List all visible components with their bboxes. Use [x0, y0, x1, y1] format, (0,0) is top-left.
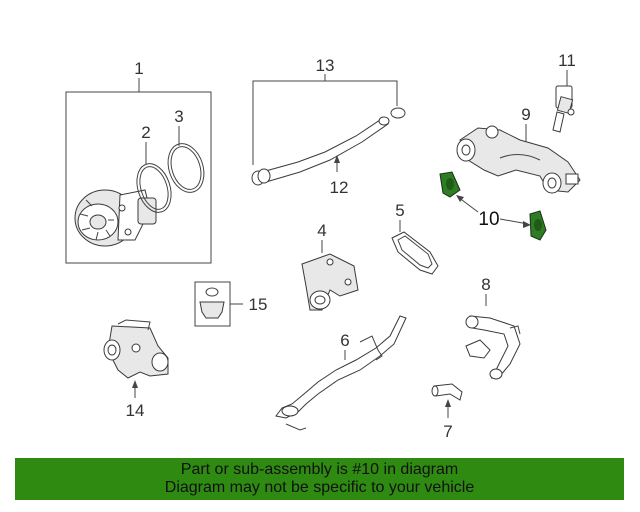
o-ring-icon — [167, 143, 205, 193]
hose-icon — [261, 119, 389, 183]
callout-1: 1 — [134, 59, 143, 78]
part-4-flange[interactable] — [301, 240, 359, 311]
sensor-icon — [552, 85, 575, 133]
callout-11: 11 — [558, 51, 576, 70]
callout-13: 13 — [316, 56, 335, 75]
part-1-water-pump-assembly[interactable] — [65, 78, 212, 264]
gasket-icon — [136, 163, 172, 213]
part-2-gasket[interactable] — [131, 142, 177, 217]
part-5-gasket[interactable] — [391, 220, 439, 275]
clamp-icon — [390, 107, 406, 119]
callout-6: 6 — [340, 331, 349, 350]
gasket-icon — [391, 231, 439, 275]
outlet-housing-icon — [103, 319, 169, 379]
callout-12: 12 — [330, 178, 349, 197]
water-pump-icon — [74, 189, 157, 247]
callout-15: 15 — [249, 295, 268, 314]
part-9-thermostat-housing[interactable] — [456, 124, 581, 194]
banner-line-2: Diagram may not be specific to your vehi… — [164, 479, 475, 496]
callout-7: 7 — [443, 422, 452, 441]
part-13-hose-assembly[interactable] — [252, 74, 398, 165]
callout-10: 10 — [478, 209, 499, 230]
part-14-outlet-housing[interactable] — [103, 319, 169, 398]
part-8-pipe[interactable] — [465, 294, 521, 380]
housing-icon — [456, 125, 581, 194]
o-ring-icon — [205, 287, 219, 297]
part-11-sensor[interactable] — [552, 70, 575, 133]
part-15-cap[interactable] — [194, 281, 243, 327]
cap-icon — [199, 301, 225, 319]
callout-14: 14 — [126, 401, 145, 420]
part-6-pipe[interactable] — [275, 315, 407, 431]
flange-icon — [301, 253, 359, 311]
pipe-icon — [465, 315, 521, 380]
gasket-icon — [439, 171, 461, 198]
pipe-icon — [275, 315, 407, 431]
parts-diagram: 1 2 3 4 5 6 7 8 9 10 11 12 13 14 15 — [65, 51, 581, 441]
banner-line-1: Part or sub-assembly is #10 in diagram — [180, 461, 459, 478]
callout-2: 2 — [141, 123, 150, 142]
callout-4: 4 — [317, 221, 326, 240]
callout-8: 8 — [481, 275, 490, 294]
part-3-o-ring[interactable] — [162, 126, 210, 197]
callout-5: 5 — [395, 201, 404, 220]
part-7-hose[interactable] — [431, 383, 463, 418]
callout-3: 3 — [174, 107, 183, 126]
callout-9: 9 — [521, 105, 530, 124]
part-12-hose[interactable] — [251, 107, 406, 186]
info-banner: Part or sub-assembly is #10 in diagram D… — [15, 458, 624, 500]
gasket-icon — [529, 210, 547, 241]
part-10-gasket-highlighted[interactable] — [439, 171, 547, 241]
